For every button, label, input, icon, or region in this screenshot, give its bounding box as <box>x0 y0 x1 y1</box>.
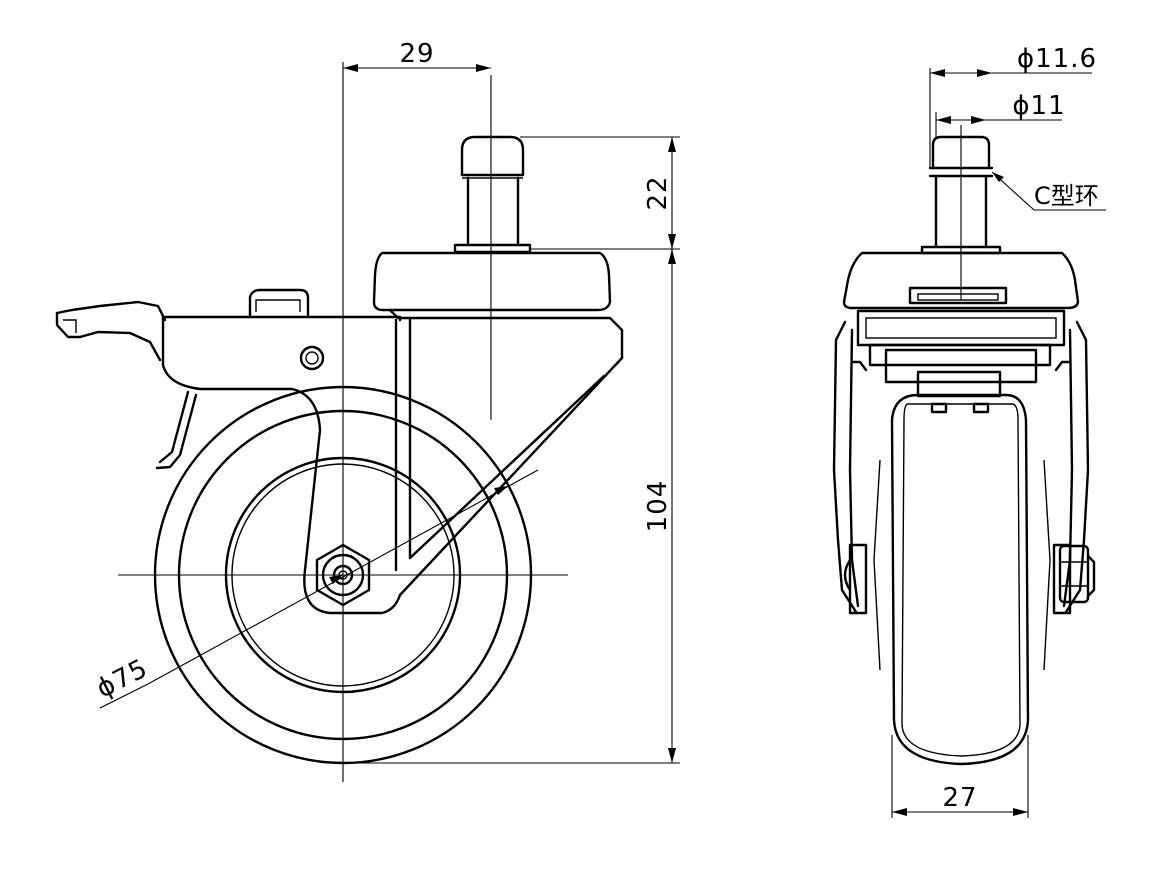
dim-ring-diameter: ϕ11.6 <box>929 44 1097 168</box>
dim-stem-diameter: ϕ11 <box>935 91 1065 137</box>
front-top-housing <box>842 251 1080 310</box>
dim-stem-length: 22 <box>520 136 680 250</box>
dim-stem-diameter-label: ϕ11 <box>1012 91 1065 121</box>
dim-stem-length-label: 22 <box>643 175 673 210</box>
side-axle-nut <box>315 543 371 607</box>
side-center-lines <box>118 62 568 782</box>
front-axle-nuts <box>843 544 1096 604</box>
side-brake-pedal <box>55 288 310 470</box>
side-wheel <box>153 385 533 765</box>
dim-wheel-width-label: 27 <box>942 783 977 813</box>
dim-offset-label: 29 <box>399 39 434 69</box>
side-top-housing <box>372 251 624 360</box>
c-ring-callout: C型环 <box>991 171 1106 211</box>
dim-offset: 29 <box>343 39 491 72</box>
dim-wheel-diameter: ϕ75 <box>92 469 539 709</box>
front-fork <box>832 309 1090 615</box>
c-ring-label: C型环 <box>1034 182 1099 210</box>
dim-wheel-width: 27 <box>891 735 1029 818</box>
dim-ring-diameter-label: ϕ11.6 <box>1017 44 1097 74</box>
dim-total-height-label: 104 <box>643 480 673 533</box>
side-view: 29 22 104 ϕ75 <box>55 39 680 782</box>
side-stem <box>453 135 532 254</box>
front-wheel <box>873 393 1051 766</box>
front-view: ϕ11.6 ϕ11 C型环 27 <box>832 44 1106 818</box>
dim-total-height: 104 <box>345 249 680 764</box>
side-fork <box>161 315 624 615</box>
